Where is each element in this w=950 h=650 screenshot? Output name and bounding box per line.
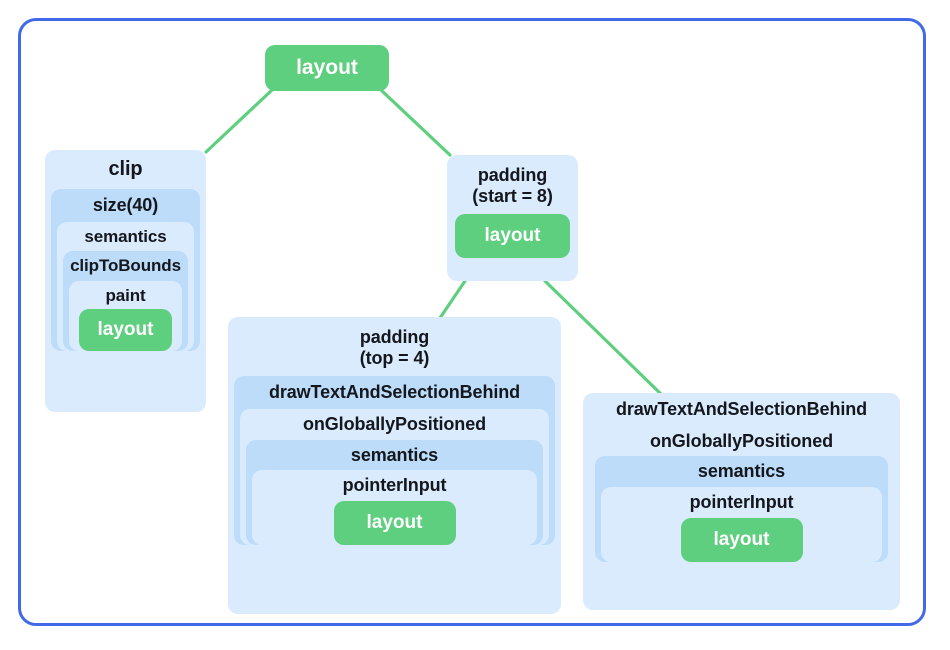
node-on-globally-positioned-right-label: onGloballyPositioned (649, 430, 833, 451)
node-padding-start-label: padding (start = 8) (472, 165, 553, 206)
node-padding-start[interactable]: padding (start = 8) layout (447, 155, 578, 281)
node-clip-layout-label: layout (97, 319, 154, 341)
node-semantics-left[interactable]: semantics clipToBounds paint layout (57, 221, 194, 352)
node-pointer-input-middle[interactable]: pointerInput layout (252, 470, 537, 546)
node-draw-text-and-selection-behind-right-label: drawTextAndSelectionBehind (615, 399, 868, 419)
node-on-globally-positioned-middle[interactable]: onGloballyPositioned semantics pointerIn… (240, 409, 549, 546)
node-clip-to-bounds-label: clipToBounds (70, 256, 181, 276)
node-middle-layout[interactable]: layout (333, 501, 456, 546)
node-padding-start-layout[interactable]: layout (455, 214, 570, 259)
node-size[interactable]: size(40) semantics clipToBounds paint la… (51, 189, 200, 352)
node-pointer-input-middle-label: pointerInput (342, 475, 447, 496)
node-semantics-middle-label: semantics (350, 444, 439, 465)
node-semantics-right[interactable]: semantics pointerInput layout (595, 456, 888, 562)
node-middle-layout-label: layout (366, 512, 423, 534)
node-padding-start-layout-label: layout (484, 225, 541, 247)
node-draw-text-and-selection-behind-middle[interactable]: drawTextAndSelectionBehind onGloballyPos… (234, 376, 555, 546)
node-padding-top-label: padding (top = 4) (359, 327, 430, 368)
node-paint-label: paint (105, 285, 146, 305)
node-clip-label: clip (108, 158, 143, 180)
node-pointer-input-right[interactable]: pointerInput layout (601, 487, 882, 562)
node-clip[interactable]: clip size(40) semantics clipToBounds pai… (45, 150, 206, 412)
node-paint[interactable]: paint layout (69, 280, 182, 352)
node-semantics-left-label: semantics (84, 226, 167, 246)
node-root-layout[interactable]: layout (265, 45, 389, 91)
node-padding-top[interactable]: padding (top = 4) drawTextAndSelectionBe… (228, 317, 561, 614)
node-size-label: size(40) (92, 195, 159, 215)
node-clip-layout[interactable]: layout (79, 309, 172, 352)
node-pointer-input-right-label: pointerInput (689, 492, 794, 513)
node-right-layout-label: layout (713, 528, 770, 550)
node-right-layout[interactable]: layout (680, 517, 803, 562)
diagram-frame-border (18, 18, 926, 626)
node-semantics-middle[interactable]: semantics pointerInput layout (246, 439, 543, 546)
node-on-globally-positioned-middle-label: onGloballyPositioned (302, 414, 486, 435)
node-draw-text-and-selection-behind-right[interactable]: drawTextAndSelectionBehind onGloballyPos… (583, 393, 900, 610)
node-on-globally-positioned-right[interactable]: onGloballyPositioned semantics pointerIn… (589, 425, 894, 562)
node-draw-text-and-selection-behind-middle-label: drawTextAndSelectionBehind (268, 382, 521, 403)
node-root-layout-label: layout (296, 56, 358, 79)
node-semantics-right-label: semantics (697, 461, 786, 482)
node-clip-to-bounds[interactable]: clipToBounds paint layout (63, 251, 188, 352)
